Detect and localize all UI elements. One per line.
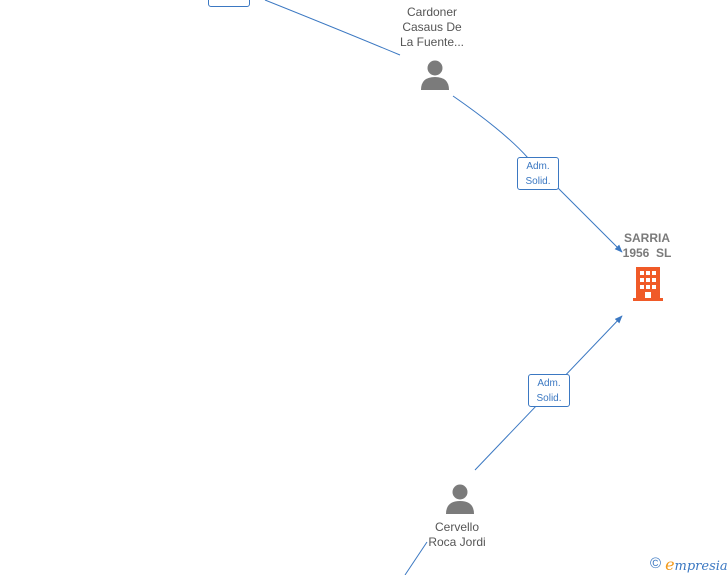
edge-badge-1-line-1: Adm. — [526, 161, 550, 172]
company-name-line-2: 1956 SL — [622, 246, 672, 260]
person-icon[interactable] — [445, 483, 475, 515]
edge-badge-2-line-1: Adm. — [537, 378, 561, 389]
brand-logo: empresia — [665, 555, 728, 574]
person-top-name-line-3: La Fuente... — [399, 35, 465, 49]
brand-watermark: © empresia — [650, 555, 728, 574]
edge-badge-2-line-2: Solid. — [536, 393, 562, 404]
person-bottom-name-line-1: Cervello — [434, 520, 479, 534]
person-top-name-line-1: Cardoner — [406, 5, 458, 19]
person-top-name[interactable]: Cardoner Casaus De La Fuente... — [392, 5, 472, 50]
person-bottom-name[interactable]: Cervello Roca Jordi — [417, 520, 497, 550]
person-top-name-line-2: Casaus De — [402, 20, 462, 34]
edge-badge-1-line-2: Solid. — [525, 176, 551, 187]
edge-bottom-partial — [404, 541, 428, 575]
person-bottom-name-line-2: Roca Jordi — [428, 535, 486, 549]
brand-logo-first-letter: e — [665, 554, 675, 574]
edge-top-left — [264, 0, 401, 56]
building-icon[interactable] — [631, 265, 665, 303]
company-name[interactable]: SARRIA 1956 SL — [612, 231, 682, 261]
edge-badge-adm-solid-1[interactable]: Adm. Solid. — [517, 157, 559, 190]
edge-badge-adm-solid-2[interactable]: Adm. Solid. — [528, 374, 570, 407]
person-icon[interactable] — [420, 59, 450, 91]
company-name-line-1: SARRIA — [623, 231, 670, 245]
copyright-icon: © — [650, 555, 662, 572]
brand-logo-rest: mpresia — [674, 558, 728, 574]
edge-badge-partial[interactable] — [208, 0, 250, 7]
